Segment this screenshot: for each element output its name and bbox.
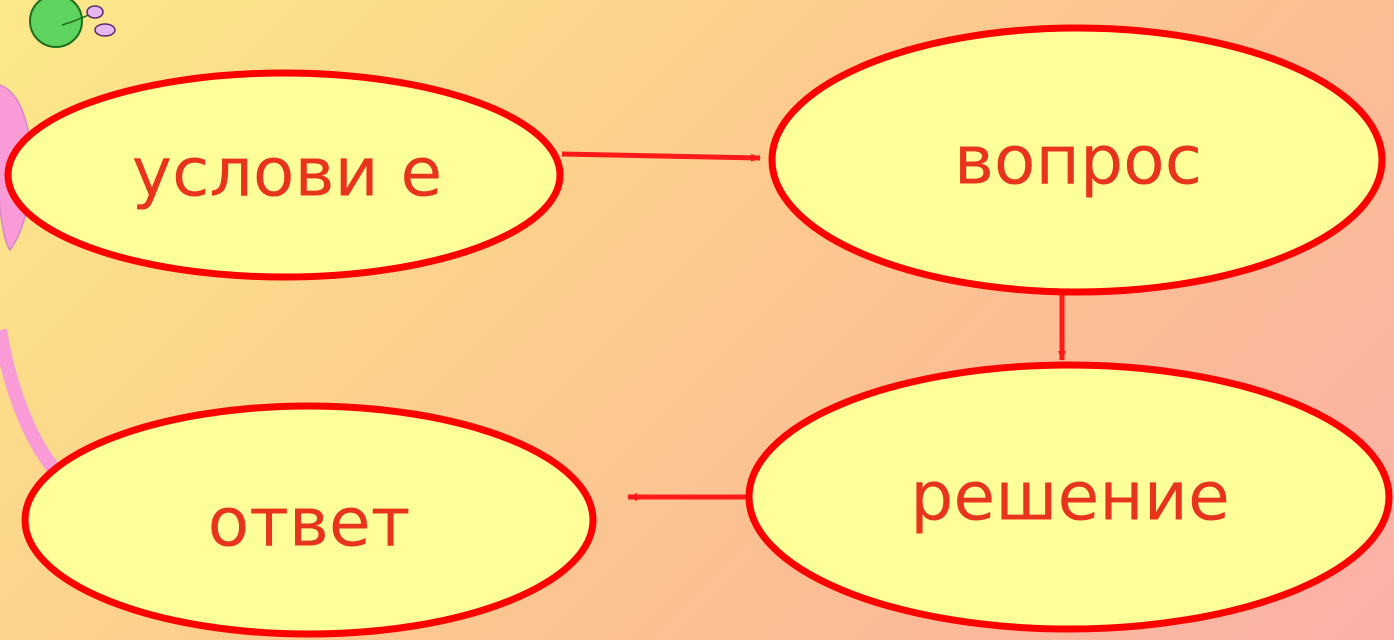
node-uslovie	[4, 69, 564, 281]
node-label-otvet: ответ	[207, 483, 411, 563]
node-reshenie	[745, 361, 1393, 633]
node-otvet	[21, 402, 597, 638]
node-label-uslovie: услови е	[131, 133, 443, 213]
node-label-vopros: вопрос	[953, 121, 1203, 201]
caterpillar-icon	[29, 0, 116, 48]
edge-uslovie-to-vopros	[561, 151, 761, 162]
node-vopros	[768, 24, 1386, 296]
node-label-reshenie: решение	[910, 457, 1230, 537]
